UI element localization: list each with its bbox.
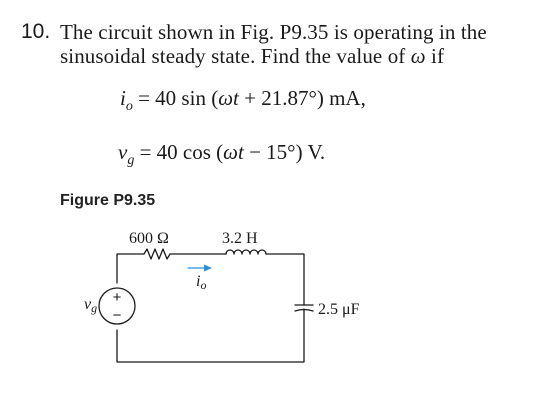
eq-vg-wt: ωt (223, 140, 244, 164)
eq-vg-tail: − 15°) V. (249, 140, 326, 164)
eq-vg-var: v (118, 140, 128, 164)
voltage-source-circle (98, 287, 136, 325)
wire-right-bottom (116, 308, 305, 363)
eq-io-tail: + 21.87°) mA, (244, 86, 366, 110)
source-plus-sign: + (113, 289, 122, 306)
problem-text-line-2: sinusoidal steady state. Find the value … (60, 44, 444, 69)
problem-text-line-1: The circuit shown in Fig. P9.35 is opera… (60, 20, 487, 44)
eq-vg-sub: g (127, 153, 135, 169)
figure-title: Figure P9.35 (60, 192, 156, 209)
problem-text-line-2-main: sinusoidal steady state. Find the value … (60, 44, 406, 68)
problem-number: 10. (21, 20, 51, 43)
resistor-symbol (143, 248, 171, 260)
wire-top-left (116, 253, 145, 284)
source-label: vg (84, 296, 97, 315)
current-arrow-head (204, 264, 212, 272)
eq-io-wt: ωt (218, 86, 239, 110)
equation-vg: vg = 40 cos (ωt − 15°) V. (118, 140, 325, 169)
eq-vg-rhs: = 40 cos ( (139, 140, 224, 164)
source-minus-sign: − (113, 307, 122, 324)
problem-text-line-2-end: if (431, 44, 445, 68)
eq-io-rhs: = 40 sin ( (138, 86, 219, 110)
inductor-label: 3.2 H (222, 230, 258, 247)
omega-symbol: ω (410, 44, 426, 68)
wire-top-right (265, 253, 305, 306)
current-label: io (196, 273, 206, 292)
eq-io-var: i (120, 86, 126, 110)
eq-io-sub: o (125, 99, 133, 115)
capacitor-label: 2.5 μF (318, 301, 360, 318)
resistor-label: 600 Ω (129, 230, 169, 247)
inductor-symbol (225, 249, 267, 255)
equation-io: io = 40 sin (ωt + 21.87°) mA, (120, 86, 366, 115)
